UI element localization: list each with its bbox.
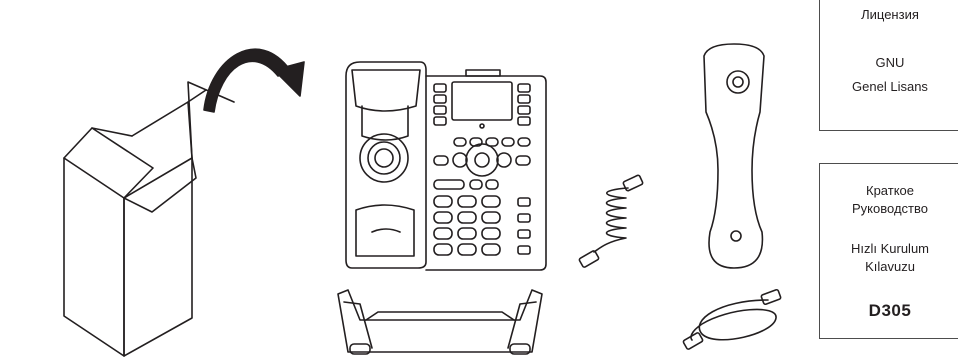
guide-title-ru-line1: Краткое (820, 182, 958, 199)
license-name-line2: Genel Lisans (820, 78, 958, 95)
handset-icon (704, 44, 764, 268)
license-name-line1: GNU (820, 54, 958, 71)
guide-model-number: D305 (820, 302, 958, 319)
guide-title-tr-line1: Hızlı Kurulum (820, 240, 958, 257)
guide-title-tr-line2: Kılavuzu (820, 258, 958, 275)
open-box-icon (64, 82, 234, 356)
desk-phone-icon (346, 62, 546, 270)
quick-guide-card: Краткое Руководство Hızlı Kurulum Kılavu… (819, 163, 958, 339)
guide-title-ru-line2: Руководство (820, 200, 958, 217)
coiled-cord-icon (579, 175, 644, 268)
ethernet-cable-icon (683, 289, 781, 350)
phone-stand-icon (338, 290, 542, 354)
license-card: Лицензия GNU Genel Lisans (819, 0, 958, 131)
curved-arrow-icon (204, 49, 304, 112)
license-card-title: Лицензия (820, 6, 958, 23)
